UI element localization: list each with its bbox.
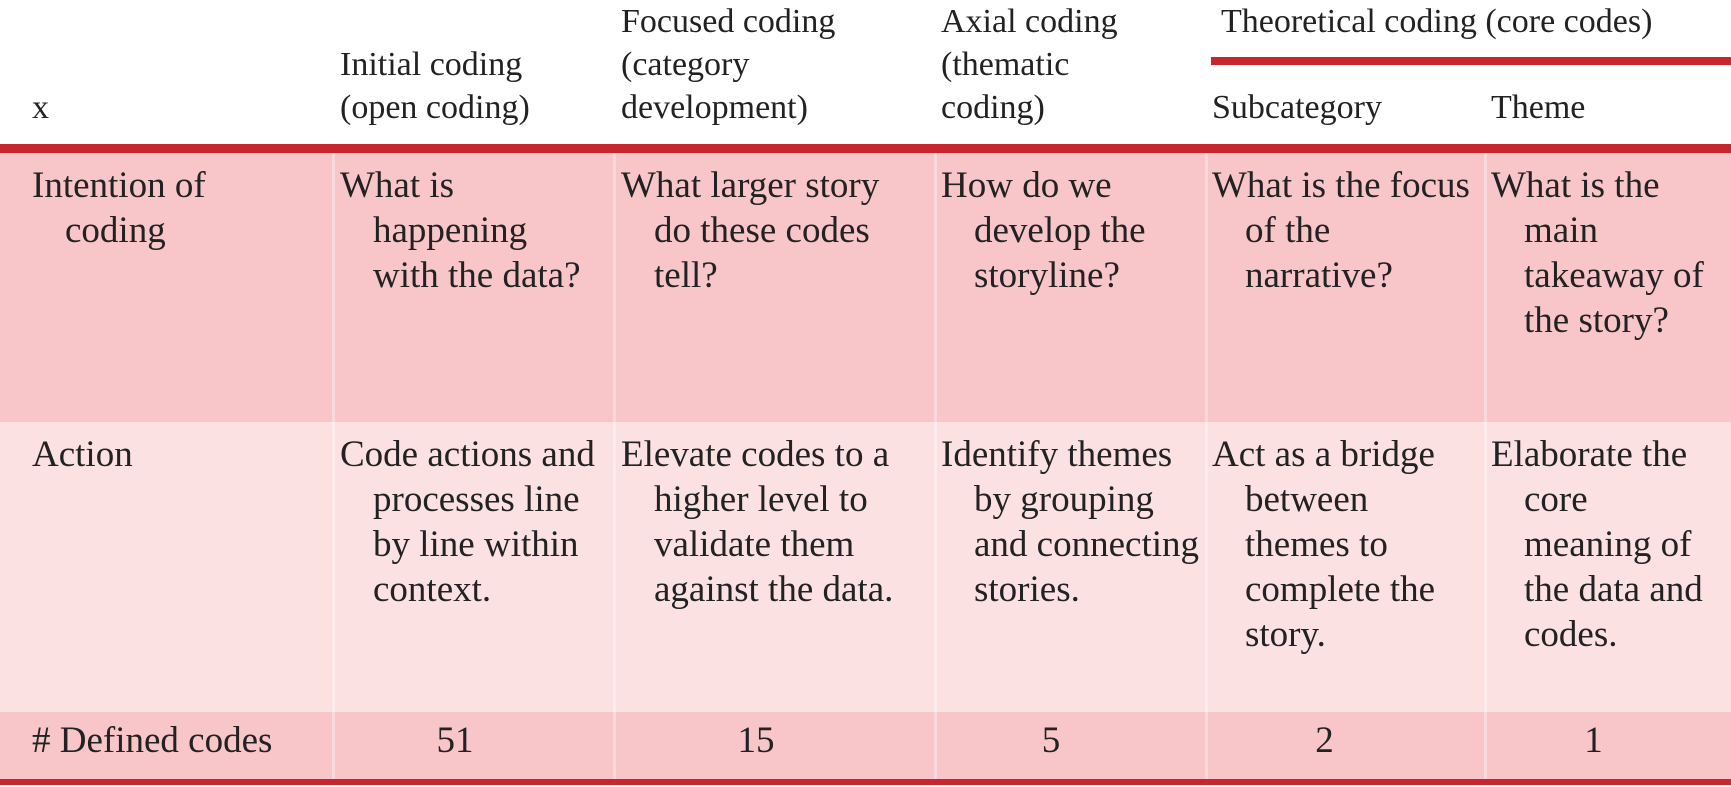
column-header-subcategory: Subcategory xyxy=(1212,89,1382,126)
table-cell: Identify themes by grouping and connecti… xyxy=(941,434,1199,610)
table-cell: Code actions and processes line by line … xyxy=(340,434,595,610)
table-cell: 15 xyxy=(737,720,775,761)
column-separator xyxy=(613,150,616,780)
column-separator xyxy=(332,150,335,780)
column-separator xyxy=(1205,150,1208,780)
table-cell: Elevate codes to a higher level to valid… xyxy=(621,434,894,610)
table-cell: 51 xyxy=(436,720,474,761)
table-cell: 1 xyxy=(1584,720,1603,761)
bottom-rule xyxy=(0,779,1731,785)
row-band-defined-codes xyxy=(0,712,1731,782)
group-header-label: Theoretical coding (core codes) xyxy=(1221,3,1653,40)
table-cell: Act as a bridge between themes to comple… xyxy=(1212,434,1436,655)
column-separator xyxy=(1484,150,1487,780)
row-label-action: Action xyxy=(32,434,133,475)
column-header-theme: Theme xyxy=(1491,89,1586,126)
column-header-initial-coding: Initial coding(open coding) xyxy=(340,46,530,126)
table-cell: What is happening with the data? xyxy=(340,165,581,296)
row-band-intention xyxy=(0,150,1731,422)
row-band-action xyxy=(0,422,1731,712)
row-label-defined-codes: # Defined codes xyxy=(32,720,273,761)
row-label-intention: Intention of coding xyxy=(32,165,206,251)
table-cell: 2 xyxy=(1315,720,1334,761)
table-cell: What is the main takeaway of the story? xyxy=(1491,165,1704,341)
table-cell: 5 xyxy=(1041,720,1061,761)
table-cell: How do we develop the storyline? xyxy=(941,165,1146,296)
table-cell: Elaborate the core meaning of the data a… xyxy=(1491,434,1703,655)
table-cell: What is the focus of the narrative? xyxy=(1212,165,1470,296)
group-rule xyxy=(1211,57,1731,65)
corner-header: x xyxy=(32,89,49,126)
column-separator xyxy=(934,150,937,780)
header-rule xyxy=(0,144,1731,153)
table-cell: What larger story do these codes tell? xyxy=(621,165,880,296)
